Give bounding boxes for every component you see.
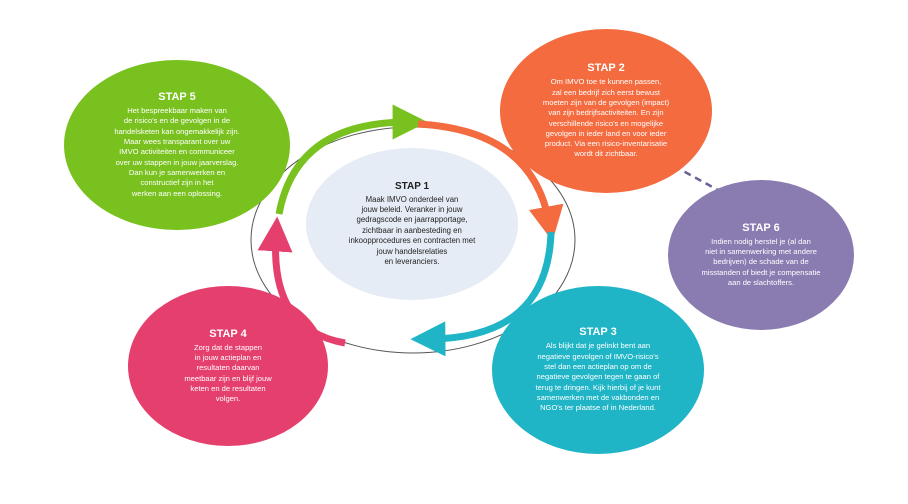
arrow-stap2-to-stap3 (417, 120, 564, 242)
step-1-circle: STAP 1 Maak IMVO onderdeel van jouw bele… (306, 148, 518, 300)
step-4-circle: STAP 4 Zorg dat de stappen in jouw actie… (128, 286, 328, 446)
step-4-text: Zorg dat de stappen in jouw actieplan en… (184, 342, 272, 404)
step-3-text: Als blijkt dat je gelinkt bent aan negat… (535, 341, 661, 413)
step-6-circle: STAP 6 Indien nodig herstel je (al dan n… (668, 180, 854, 330)
step-1-text: Maak IMVO onderdeel van jouw beleid. Ver… (348, 194, 476, 267)
step-6-text: Indien nodig herstel je (al dan niet in … (701, 236, 821, 287)
arrow-stap3-to-stap4 (410, 231, 555, 357)
step-4-title: STAP 4 (209, 327, 247, 340)
arrow-stap5-to-stap2 (275, 104, 428, 215)
step-5-title: STAP 5 (158, 91, 196, 104)
step-1-title: STAP 1 (394, 180, 430, 192)
step-3-title: STAP 3 (579, 326, 617, 339)
connector-stap2-stap6 (673, 164, 719, 192)
step-6-title: STAP 6 (742, 221, 780, 234)
step-5-text: Het bespreekbaar maken van de risico's e… (114, 106, 240, 198)
step-2-text: Om IMVO toe te kunnen passen, zal een be… (542, 77, 670, 159)
step-2-circle: STAP 2 Om IMVO toe te kunnen passen, zal… (500, 29, 712, 193)
step-2-title: STAP 2 (587, 62, 625, 75)
step-5-circle: STAP 5 Het bespreekbaar maken van de ris… (64, 60, 290, 230)
step-3-circle: STAP 3 Als blijkt dat je gelinkt bent aa… (492, 286, 704, 454)
